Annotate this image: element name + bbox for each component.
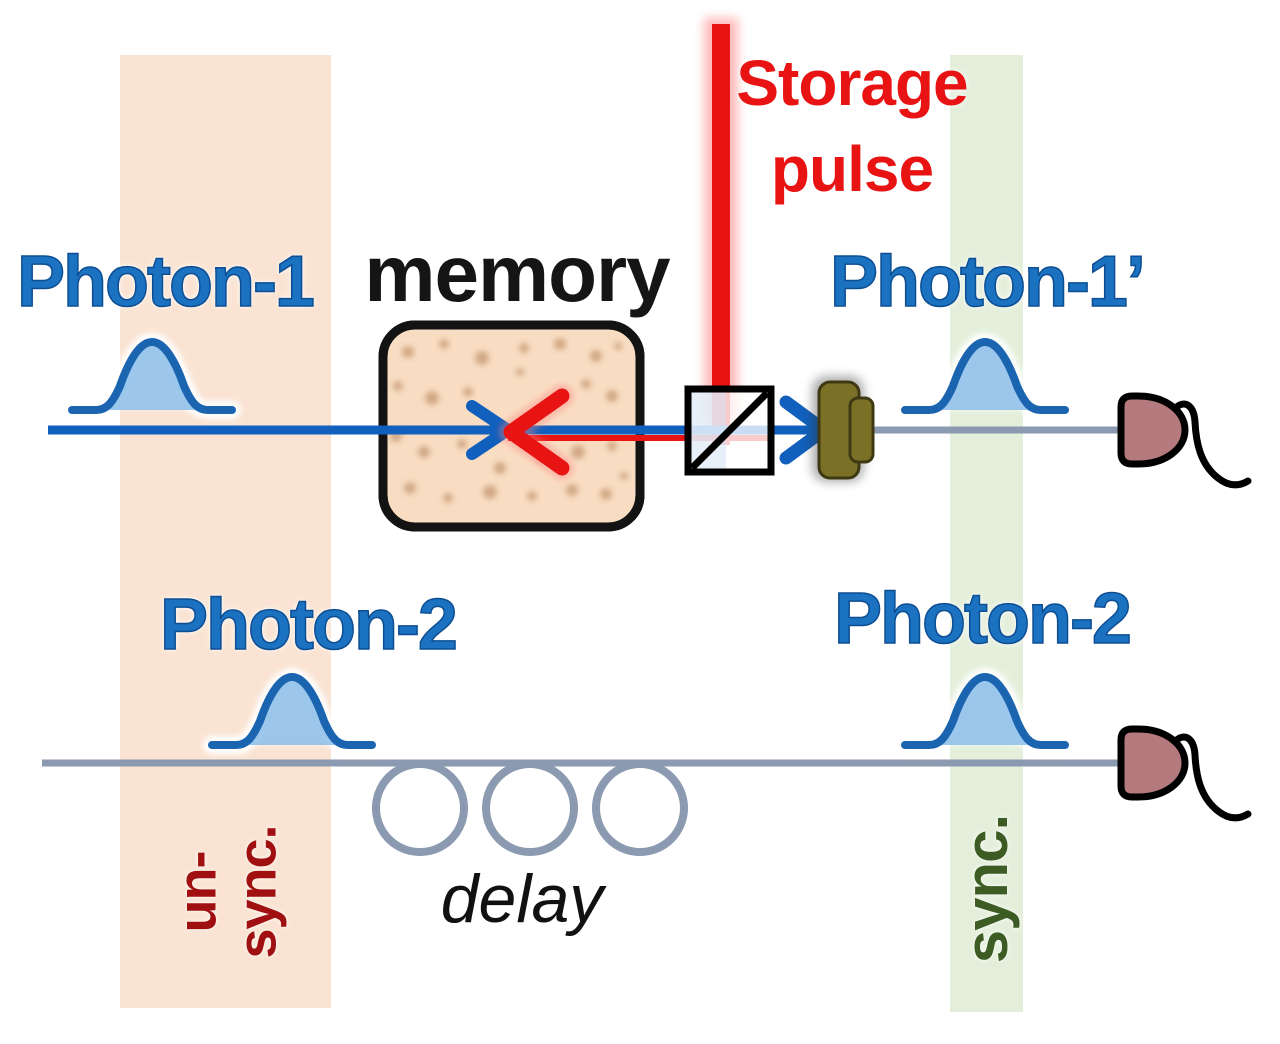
memory-label: memory [364, 229, 670, 318]
photon2-output-label: Photon-2 [833, 579, 1132, 659]
photon-pulse-icon [905, 342, 1065, 410]
storage-pulse-label: Storage pulse [736, 47, 968, 206]
photon-pulse-icon [212, 677, 372, 745]
storage-arrow-in-memory [499, 384, 574, 480]
photon-pulse-icon [72, 342, 232, 410]
detector-icon [1121, 729, 1248, 818]
unsync-band [120, 55, 331, 1008]
unsynchronized-label: un-sync. [167, 825, 288, 959]
synchronized-label: sync. [952, 814, 1020, 964]
delay-label: delay [440, 861, 604, 937]
photon1-output-label: Photon-1’ [829, 242, 1146, 322]
photon2-input-label: Photon-2 [159, 585, 458, 665]
fiber-delay-loops-icon [372, 760, 688, 856]
beam-splitter-icon [684, 385, 775, 476]
sync-band [950, 55, 1023, 1012]
detector-icon [1121, 396, 1248, 485]
photon1-input-label: Photon-1 [16, 242, 315, 322]
photon-pulse-icon [905, 677, 1065, 745]
shutter-icon [812, 376, 875, 482]
